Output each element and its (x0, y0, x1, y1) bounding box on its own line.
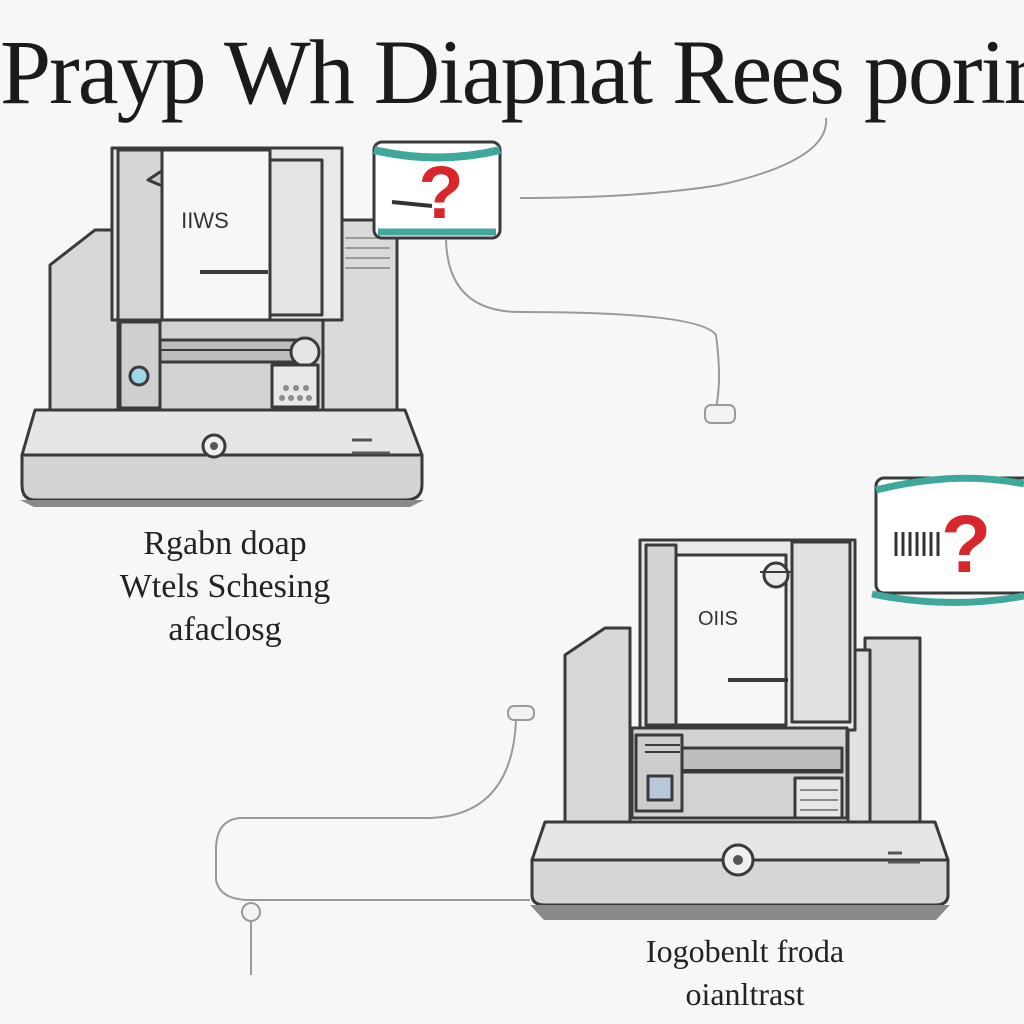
popup-top-alert (372, 140, 502, 240)
popup-bottom-question-icon: ? (941, 499, 991, 590)
page-title: Prayp Wh Diapnat Rees porire (0, 21, 1024, 123)
caption-bottom: Iogobenlt froda oianltrast (590, 930, 900, 1016)
printer-top-label: IIWS (181, 208, 229, 233)
caption-left-line-3: afaclosg (168, 611, 282, 648)
caption-bottom-line-1: Iogobenlt froda (645, 933, 845, 969)
popup-bottom-alert (871, 474, 1024, 607)
printer-top (20, 146, 424, 507)
printer-bottom-label: OIIS (698, 608, 738, 630)
caption-left-line-2: Wtels Schesing (119, 568, 331, 605)
caption-left-line-1: Rgabn doap (143, 525, 307, 562)
caption-left: Rgabn doap Wtels Schesing afaclosg (90, 522, 360, 651)
popup-top-question-icon: ? (418, 151, 463, 234)
cable-top (445, 117, 828, 424)
caption-bottom-line-2: oianltrast (685, 976, 805, 1012)
printer-bottom (530, 538, 950, 920)
cable-bottom (215, 705, 535, 975)
